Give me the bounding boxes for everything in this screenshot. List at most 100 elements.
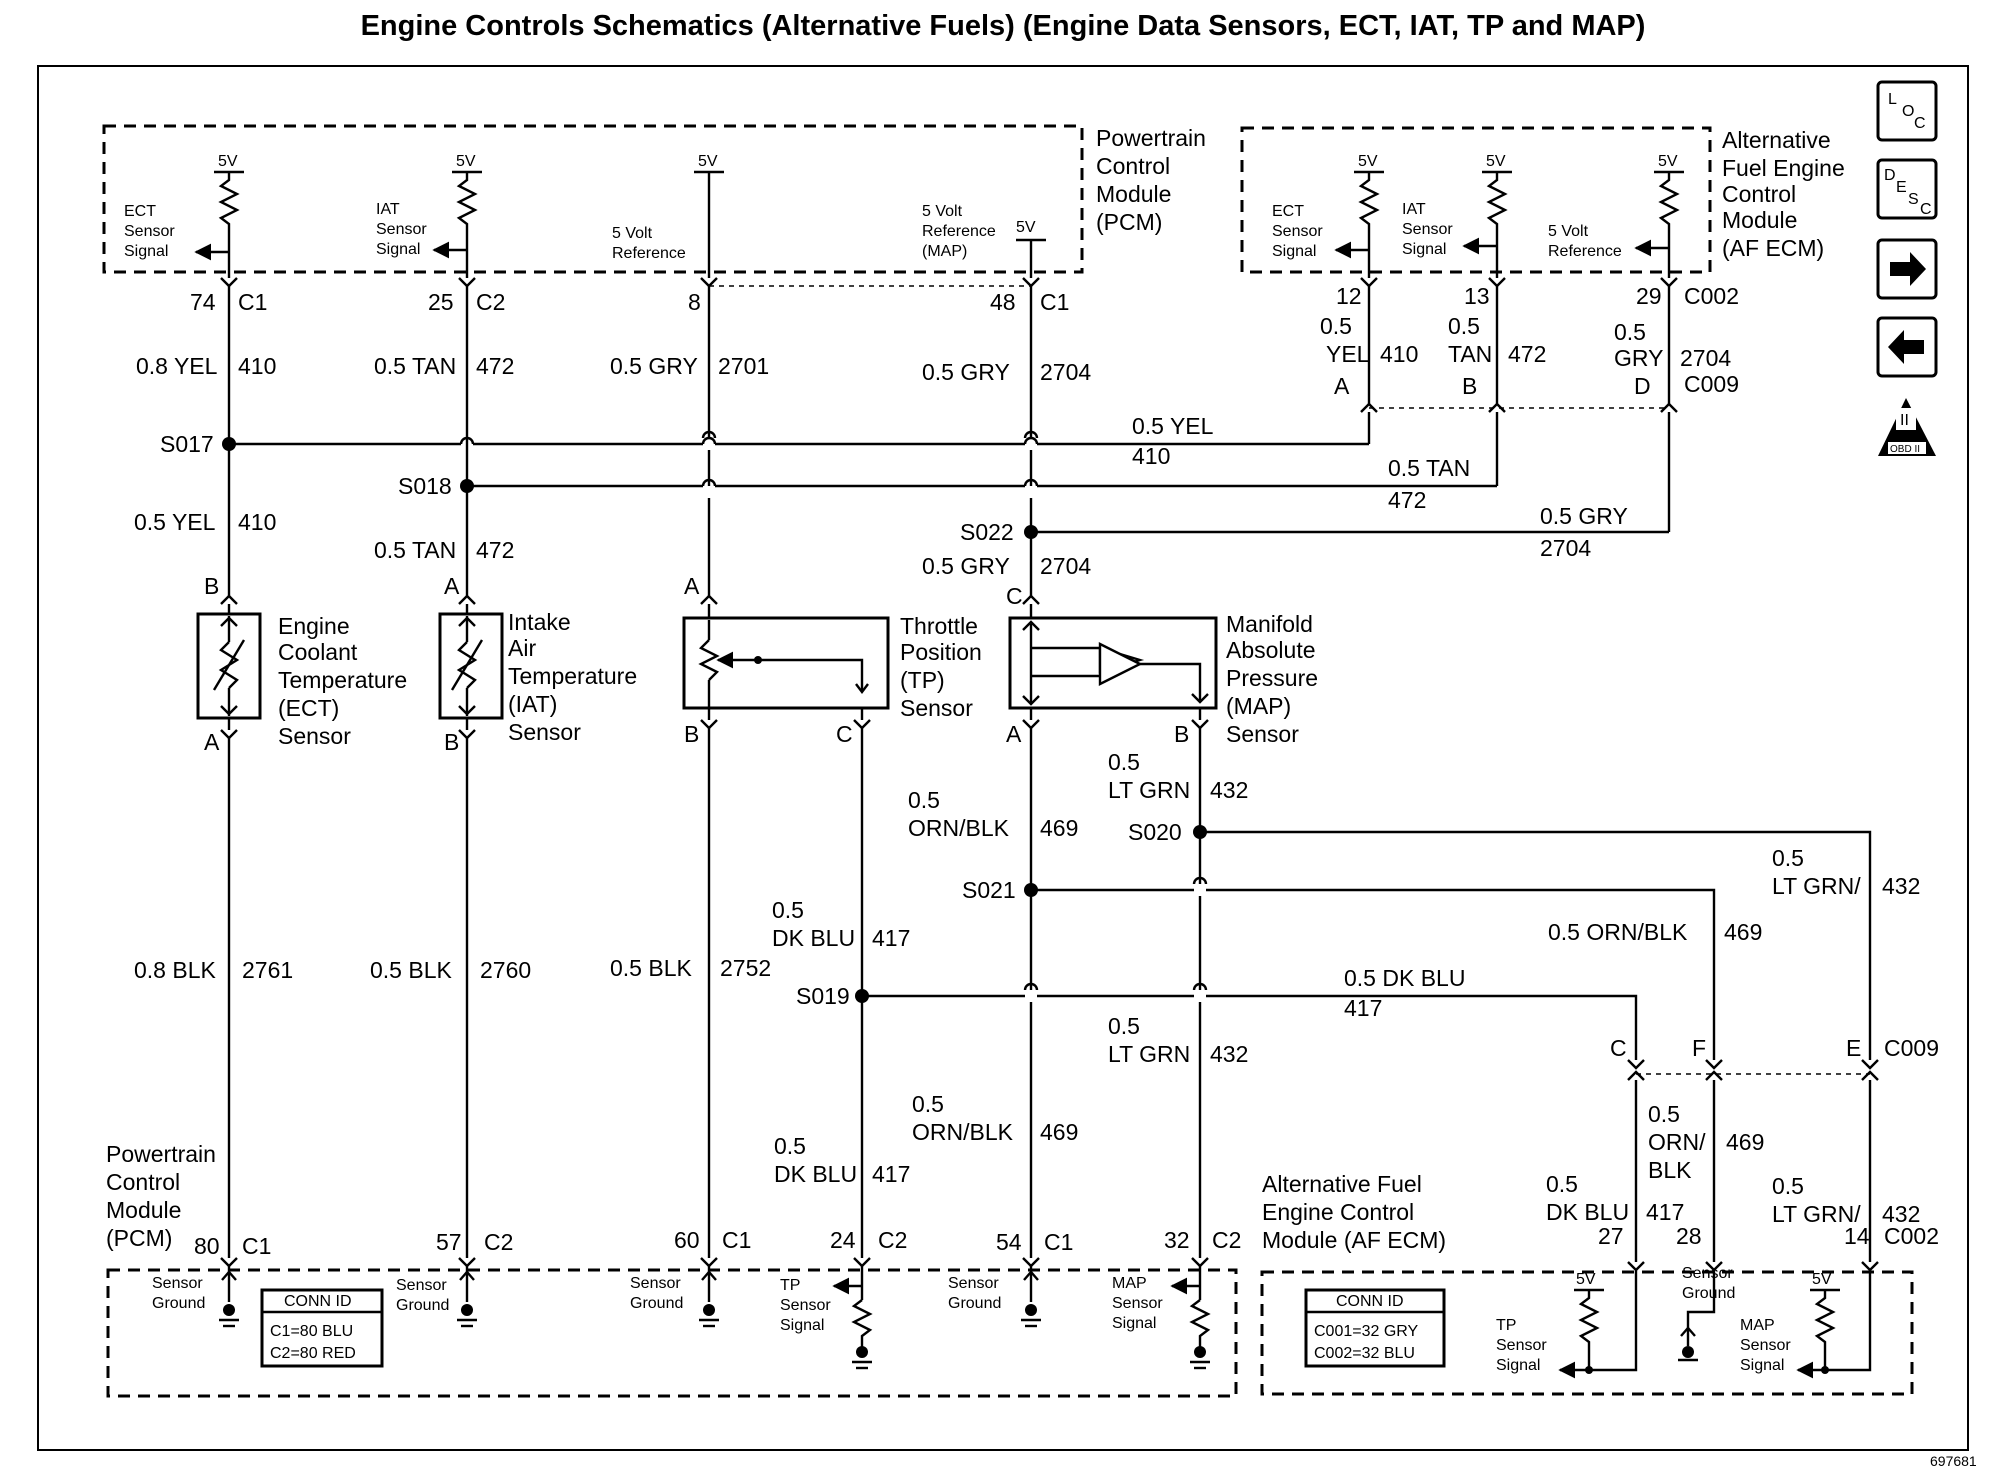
svg-text:D: D (1634, 373, 1651, 399)
top-connector-chevrons (220, 277, 1678, 288)
wire-labels-upper: 0.8 YEL 410 0.5 TAN 472 0.5 GRY 2701 0.5… (134, 313, 1731, 579)
svg-text:472: 472 (476, 353, 514, 379)
svg-text:472: 472 (476, 537, 514, 563)
svg-text:24: 24 (830, 1227, 856, 1253)
svg-text:BLK: BLK (1648, 1157, 1692, 1183)
svg-text:Sensor: Sensor (948, 1275, 999, 1292)
svg-text:0.5 DK BLU: 0.5 DK BLU (1344, 965, 1465, 991)
wire-s019-to-afecm (862, 994, 1638, 1060)
svg-text:(TP): (TP) (900, 667, 945, 693)
svg-text:32: 32 (1164, 1227, 1190, 1253)
svg-text:LT GRN: LT GRN (1108, 777, 1190, 803)
svg-text:469: 469 (1726, 1129, 1764, 1155)
svg-text:48: 48 (990, 289, 1016, 315)
svg-text:469: 469 (1040, 815, 1078, 841)
svg-text:C1: C1 (1044, 1229, 1073, 1255)
svg-text:O: O (1902, 103, 1914, 120)
svg-text:5V: 5V (456, 153, 476, 170)
svg-text:Reference: Reference (1548, 243, 1622, 260)
afecm-tp-signal-pullup: 5V TP Sensor Signal (1496, 1270, 1638, 1379)
svg-text:LT GRN/: LT GRN/ (1772, 1201, 1861, 1227)
pcm-map-sensor-ground: Sensor Ground (948, 1266, 1041, 1328)
splice-s018 (460, 479, 474, 493)
prev-arrow-icon[interactable] (1876, 316, 1938, 378)
svg-text:(ECT): (ECT) (278, 695, 339, 721)
afecm-5v-reference: 5V 5 Volt Reference (1548, 153, 1684, 278)
diagram-title: Engine Controls Schematics (Alternative … (360, 10, 1646, 42)
afecm-top-label: Alternative Fuel Engine Control Module (… (1722, 127, 1845, 261)
svg-text:0.5: 0.5 (1614, 319, 1646, 345)
svg-text:(MAP): (MAP) (922, 243, 967, 260)
svg-text:Sensor: Sensor (1112, 1295, 1163, 1312)
c009-top: A B D C009 (1334, 371, 1739, 413)
svg-text:2701: 2701 (718, 353, 769, 379)
svg-text:Ground: Ground (396, 1297, 449, 1314)
svg-text:Sensor: Sensor (1226, 721, 1299, 747)
hop (1023, 430, 1039, 439)
svg-text:12: 12 (1336, 283, 1362, 309)
svg-text:0.8 YEL: 0.8 YEL (136, 353, 218, 379)
svg-text:B: B (684, 721, 699, 747)
svg-text:0.5 GRY: 0.5 GRY (922, 359, 1010, 385)
svg-text:Sensor: Sensor (124, 223, 175, 240)
svg-text:417: 417 (872, 1161, 910, 1187)
pcm-5v-reference-map: 5V 5 Volt Reference (MAP) (922, 203, 1046, 278)
svg-text:Engine: Engine (278, 613, 350, 639)
svg-text:C009: C009 (1684, 371, 1739, 397)
svg-text:0.5: 0.5 (1546, 1171, 1578, 1197)
svg-text:DK BLU: DK BLU (1546, 1199, 1629, 1225)
svg-text:Coolant: Coolant (278, 639, 358, 665)
svg-text:417: 417 (872, 925, 910, 951)
svg-text:Reference: Reference (922, 223, 996, 240)
splice-s020 (1193, 825, 1207, 839)
obd-ii-icon[interactable]: II OBD II (1878, 398, 1936, 456)
svg-text:472: 472 (1508, 341, 1546, 367)
svg-text:OBD II: OBD II (1890, 444, 1920, 455)
svg-text:(PCM): (PCM) (106, 1225, 172, 1251)
svg-text:2704: 2704 (1040, 359, 1091, 385)
svg-text:0.8 BLK: 0.8 BLK (134, 957, 216, 983)
svg-text:5V: 5V (698, 153, 718, 170)
svg-text:472: 472 (1388, 487, 1426, 513)
svg-text:ORN/BLK: ORN/BLK (908, 815, 1010, 841)
svg-text:0.5: 0.5 (1772, 1173, 1804, 1199)
pcm-top-label: Powertrain Control Module (PCM) (1096, 125, 1206, 235)
svg-text:0.5: 0.5 (1648, 1101, 1680, 1127)
svg-text:Ground: Ground (1682, 1285, 1735, 1302)
svg-text:L: L (1888, 91, 1897, 108)
loc-icon[interactable]: L O C (1876, 80, 1938, 142)
next-arrow-icon[interactable] (1876, 238, 1938, 300)
svg-text:ORN/: ORN/ (1648, 1129, 1706, 1155)
svg-text:13: 13 (1464, 283, 1490, 309)
svg-text:Sensor: Sensor (780, 1297, 831, 1314)
svg-text:0.5 TAN: 0.5 TAN (1388, 455, 1470, 481)
svg-text:Pressure: Pressure (1226, 665, 1318, 691)
desc-icon[interactable]: D E S C (1876, 158, 1938, 220)
svg-text:ORN/BLK: ORN/BLK (912, 1119, 1014, 1145)
svg-text:54: 54 (996, 1229, 1022, 1255)
svg-text:60: 60 (674, 1227, 700, 1253)
svg-text:469: 469 (1724, 919, 1762, 945)
svg-text:TP: TP (1496, 1317, 1516, 1334)
hop (459, 436, 475, 445)
svg-text:0.5: 0.5 (772, 897, 804, 923)
svg-text:0.5 ORN/BLK: 0.5 ORN/BLK (1548, 919, 1688, 945)
svg-text:B: B (204, 573, 219, 599)
svg-text:Absolute: Absolute (1226, 637, 1316, 663)
svg-text:Sensor: Sensor (152, 1275, 203, 1292)
pcm-map-signal-pulldown: MAP Sensor Signal (1112, 1266, 1211, 1370)
pcm-ect-sensor-ground: Sensor Ground (152, 1266, 239, 1328)
svg-text:Signal: Signal (780, 1317, 824, 1334)
svg-text:Ground: Ground (152, 1295, 205, 1312)
svg-text:DK BLU: DK BLU (772, 925, 855, 951)
svg-text:S019: S019 (796, 983, 850, 1009)
svg-text:Sensor: Sensor (630, 1275, 681, 1292)
svg-text:C: C (1610, 1035, 1627, 1061)
afecm-top-box (1240, 126, 1712, 274)
svg-text:0.5: 0.5 (1448, 313, 1480, 339)
svg-text:Signal: Signal (1496, 1357, 1540, 1374)
svg-text:8: 8 (688, 289, 701, 315)
svg-text:B: B (1174, 721, 1189, 747)
svg-text:2752: 2752 (720, 955, 771, 981)
